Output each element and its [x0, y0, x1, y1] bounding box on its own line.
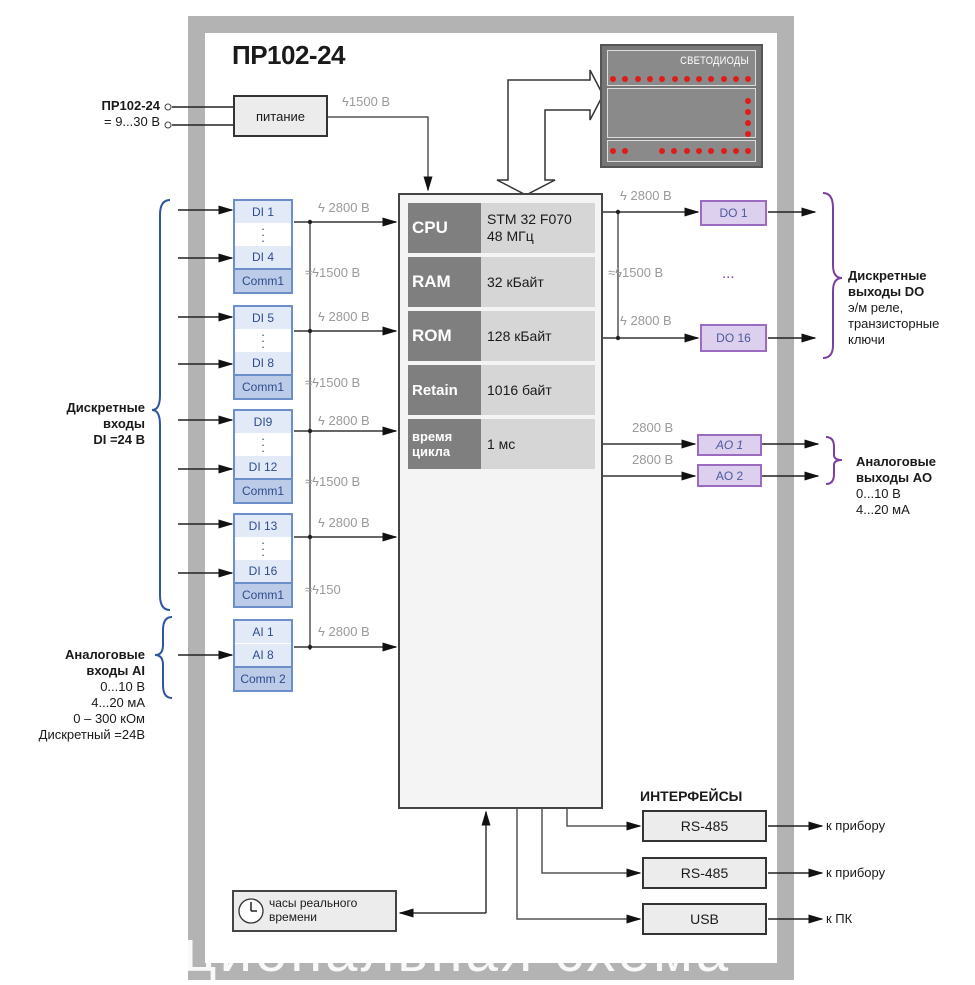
led-indicator — [634, 76, 641, 82]
led-indicator — [695, 148, 702, 154]
output-wires — [762, 207, 820, 481]
led-indicator — [745, 120, 751, 126]
iso-di-2: ϟ 2800 В — [318, 309, 370, 324]
watermark-text: кциональная схема — [155, 919, 732, 984]
iso-do-between: ≈ϟ1500 В — [608, 265, 664, 280]
di-brace — [151, 199, 171, 611]
led-indicator — [745, 76, 752, 82]
di-block-2: DI 5 ··· DI 8 Comm1 — [233, 305, 293, 400]
led-indicator — [610, 148, 616, 154]
cpu-row-retain: Retain 1016 байт — [408, 365, 595, 415]
led-indicator — [659, 148, 665, 154]
led-indicator — [671, 148, 678, 154]
do-block-1: DO 1 — [700, 200, 767, 226]
usb-target: к ПК — [826, 911, 853, 926]
iso-di-4: ϟ 2800 В — [318, 515, 370, 530]
clock-icon — [238, 898, 264, 924]
rs485-1-target: к прибору — [826, 818, 886, 833]
iso-ao-2: 2800 В — [632, 452, 674, 467]
led-row-bottom — [607, 140, 756, 162]
led-indicator — [708, 148, 715, 154]
di-block-1: DI 1 ··· DI 4 Comm1 — [233, 199, 293, 294]
led-indicator — [733, 76, 739, 82]
led-indicator — [610, 76, 616, 82]
rtc-block: часы реального времени — [232, 890, 397, 932]
cpu-to-usb — [516, 809, 642, 924]
do-brace — [822, 192, 843, 359]
led-indicator — [646, 76, 653, 82]
interface-rs485-2: RS-485 — [642, 857, 767, 889]
cpu-row-ram: RAM 32 кБайт — [408, 257, 595, 307]
led-indicator — [745, 98, 751, 104]
iso-di-4-ai: ≈ϟ150 — [305, 582, 341, 597]
power-to-cpu-wire — [328, 116, 433, 192]
cpu-row-cpu: CPU STM 32 F070 48 МГц — [408, 203, 595, 253]
iso-di-1: ϟ 2800 В — [318, 200, 370, 215]
di-block-4: DI 13 ··· DI 16 Comm1 — [233, 513, 293, 608]
interface-usb: USB — [642, 903, 767, 935]
iso-di-3: ϟ 2800 В — [318, 413, 370, 428]
led-row-middle — [607, 88, 756, 138]
led-indicator — [745, 148, 752, 154]
led-indicator — [745, 131, 751, 137]
power-supply-block: питание — [233, 95, 328, 137]
iso-di-1-2: ≈ϟ1500 В — [305, 265, 361, 280]
terminal-icon — [164, 121, 172, 129]
led-indicator — [745, 109, 751, 115]
led-indicator — [622, 148, 628, 154]
led-bus-arrow — [496, 69, 604, 196]
device-title: ПР102-24 — [232, 40, 346, 70]
cpu-block: CPU STM 32 F070 48 МГц RAM 32 кБайт ROM … — [398, 193, 603, 809]
power-label: ПР102-24= 9...30 В — [101, 98, 161, 129]
ao-brace — [825, 436, 843, 485]
cpu-to-rs485-2 — [541, 809, 642, 878]
led-indicator — [696, 76, 703, 82]
ao-block-1: AO 1 — [697, 434, 762, 456]
do-ellipsis: ... — [722, 265, 735, 282]
led-indicator — [720, 76, 727, 82]
iso-ao-1: 2800 В — [632, 420, 674, 435]
led-row-top: СВЕТОДИОДЫ — [607, 50, 756, 86]
cpu-row-cycle: время цикла 1 мс — [408, 419, 595, 469]
lightning-icon: ϟ — [342, 94, 349, 109]
led-indicator — [659, 76, 666, 82]
led-indicator — [683, 148, 690, 154]
led-indicator — [671, 76, 678, 82]
cpu-to-do-wires — [603, 207, 700, 481]
iso-ai: ϟ 2800 В — [318, 624, 370, 639]
iso-do-16: ϟ 2800 В — [620, 313, 672, 328]
ao-block-2: AO 2 — [697, 464, 762, 487]
cpu-to-rs485-1 — [566, 809, 642, 831]
interface-rs485-1: RS-485 — [642, 810, 767, 842]
ai-block: AI 1 AI 8 Comm 2 — [233, 619, 293, 692]
rtc-label: часы реального времени — [269, 896, 358, 924]
iso-do-1: ϟ 2800 В — [620, 188, 672, 203]
interfaces-title: ИНТЕРФЕЙСЫ — [640, 788, 743, 804]
led-indicator — [732, 148, 739, 154]
led-indicator — [708, 76, 715, 82]
cpu-row-rom: ROM 128 кБайт — [408, 311, 595, 361]
led-indicator — [720, 148, 727, 154]
terminal-icon — [164, 103, 172, 111]
di-block-3: DI9 ··· DI 12 Comm1 — [233, 409, 293, 504]
iso-di-2-3: ≈ϟ1500 В — [305, 375, 361, 390]
ai-brace — [154, 616, 173, 699]
power-isolation: ϟ1500 В — [342, 94, 391, 109]
do-block-16: DO 16 — [700, 324, 767, 352]
rs485-2-target: к прибору — [826, 865, 886, 880]
di-input-wires — [178, 205, 234, 660]
led-indicator — [622, 76, 629, 82]
led-indicator — [683, 76, 690, 82]
led-panel: СВЕТОДИОДЫ — [600, 44, 763, 168]
iso-di-3-4: ≈ϟ1500 В — [305, 474, 361, 489]
